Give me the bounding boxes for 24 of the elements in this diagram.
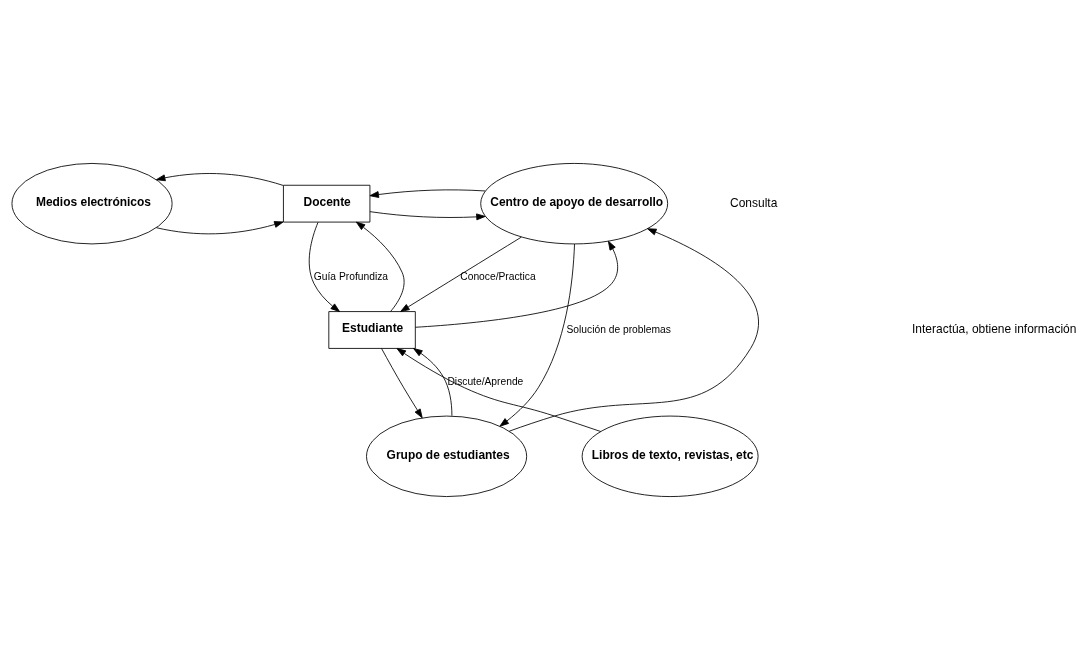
node-ellipse: Centro de apoyo de desarrollo <box>480 163 669 245</box>
arrow <box>415 240 619 328</box>
arrow <box>156 221 284 235</box>
label: Consulta <box>730 195 778 210</box>
arrow <box>508 228 759 432</box>
node-ellipse: Medios electrónicos <box>11 163 173 245</box>
arrow <box>355 221 405 312</box>
edge-label: Conoce/Practica <box>460 271 536 283</box>
arrow <box>396 348 602 432</box>
arrow <box>499 243 575 427</box>
edge-label: Guía Profundiza <box>313 271 389 283</box>
edge-label: Discute/Aprende <box>447 375 524 387</box>
node-ellipse: Libros de texto, revistas, etc <box>581 415 759 497</box>
arrow <box>308 221 340 312</box>
arrow <box>400 236 522 312</box>
node-box: Estudiante <box>328 311 416 349</box>
arrow <box>156 173 284 186</box>
label: Interactúa, obtiene información <box>912 322 1077 337</box>
arrow <box>413 348 453 417</box>
arrow <box>381 348 423 419</box>
node-box: Docente <box>283 184 371 223</box>
edge-label: Solución de problemas <box>566 323 671 335</box>
arrow <box>369 211 486 221</box>
arrow <box>369 189 486 198</box>
